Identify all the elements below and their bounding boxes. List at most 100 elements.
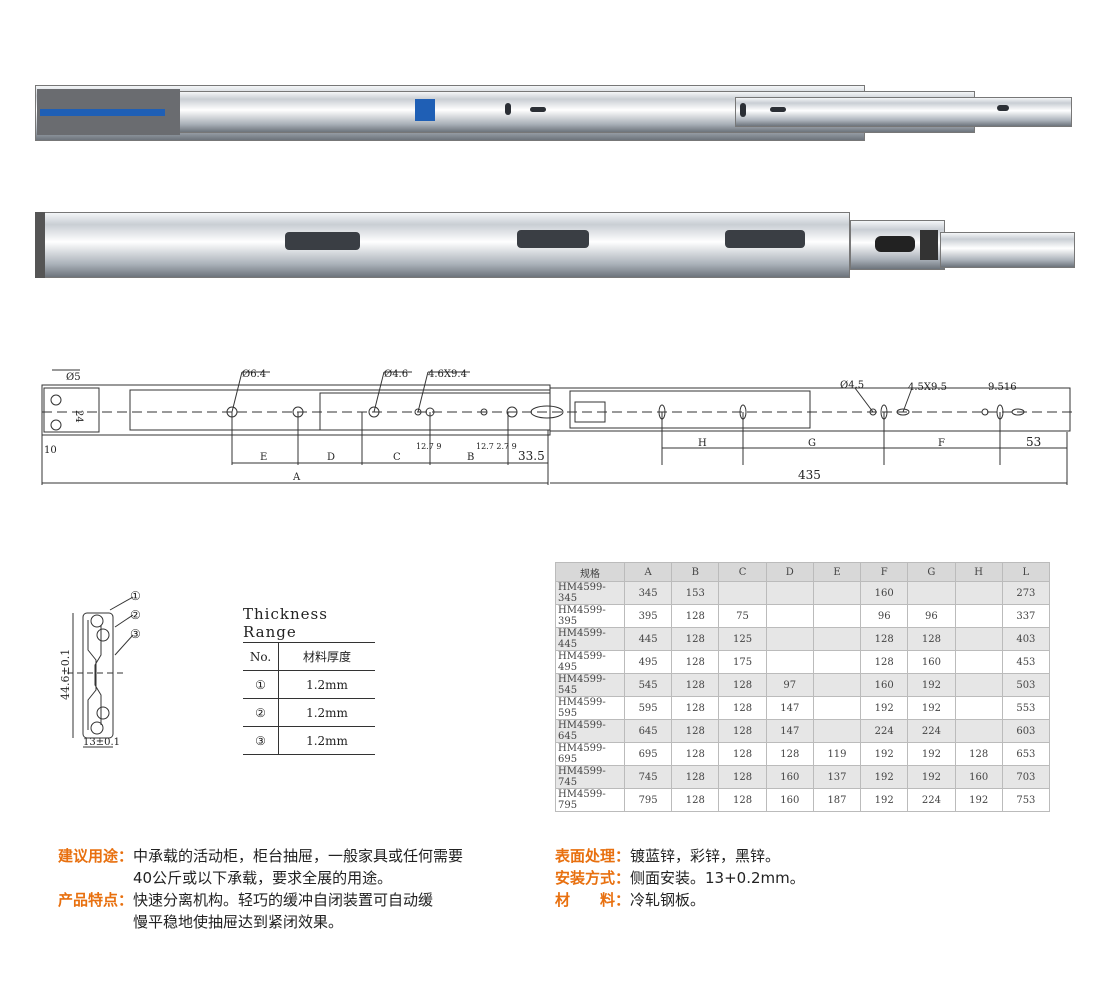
cell: 128 [718,673,767,697]
label-H: H [698,438,707,449]
slide-photo-bottom [35,212,1077,278]
cell: 128 [718,719,767,743]
cell [954,673,1003,697]
cell: 453 [1001,650,1051,674]
cell: 125 [718,627,767,651]
callout-3: ③ [130,627,141,641]
info-left: 建议用途：中承载的活动柜，柜台抽屉，一般家具或任何需要建议用途：40公斤或以下承… [58,845,463,933]
column-header: L [1001,562,1051,582]
info-key: 建议用途： [58,847,134,865]
cell: 128 [671,696,720,720]
cell: 192 [860,696,909,720]
column-header: G [907,562,956,582]
column-header: F [860,562,909,582]
cell [812,581,862,605]
cell: 345 [623,581,673,605]
info-line: 建议用途：中承载的活动柜，柜台抽屉，一般家具或任何需要 [58,845,463,867]
cell: 495 [623,650,673,674]
label-C: C [393,452,401,463]
thickness-title: Thickness Range [243,605,375,643]
cell: 128 [907,627,956,651]
cell: ② [243,698,279,727]
cell [765,604,814,628]
cell: HM4599-795 [555,788,625,812]
label-G: G [808,438,816,449]
info-right: 表面处理：镀蓝锌，彩锌，黑锌。安装方式：侧面安装。13+0.2mm。材 料：冷轧… [555,845,805,911]
label-d5: Ø5 [66,372,81,383]
cell [812,627,862,651]
info-text: 冷轧钢板。 [630,891,706,909]
cell [812,604,862,628]
label-d46: Ø4.6 [384,369,408,380]
label-10: 10 [44,445,57,456]
label-53: 53 [1026,435,1041,449]
cell: HM4599-695 [555,742,625,766]
column-header: B [671,562,720,582]
cell: HM4599-495 [555,650,625,674]
cell: 192 [954,788,1003,812]
cell: 1.2mm [278,726,375,755]
cell: 192 [860,788,909,812]
info-text: 中承载的活动柜，柜台抽屉，一般家具或任何需要 [133,847,464,865]
cell [954,581,1003,605]
cell: 128 [671,719,720,743]
cell: 96 [907,604,956,628]
cell: 1.2mm [278,698,375,727]
cell: 128 [671,765,720,789]
cell: 128 [765,742,814,766]
height-dim: 44.6±0.1 [59,649,72,700]
info-line: 材 料：冷轧钢板。 [555,889,805,911]
cell: 224 [907,788,956,812]
cell: 128 [860,650,909,674]
cell: 595 [623,696,673,720]
cell: 192 [907,673,956,697]
info-key: 产品特点： [58,891,134,909]
cell: HM4599-545 [555,673,625,697]
header-no: No. [243,643,279,671]
cell: 503 [1001,673,1051,697]
cell: 160 [860,581,909,605]
cell: 403 [1001,627,1051,651]
cross-section-drawing: ① ② ③ 44.6±0.1 13±0.1 [59,589,141,748]
cell: 128 [954,742,1003,766]
label-279a: 12.7 9 [416,442,441,451]
column-header: D [765,562,814,582]
label-D: D [327,452,335,463]
label-slot2: 4.5X9.5 [908,382,947,393]
cell: 192 [860,742,909,766]
cell: 128 [671,650,720,674]
cell: 137 [812,765,862,789]
cell [907,581,956,605]
info-text: 快速分离机构。轻巧的缓冲自闭装置可自动缓 [133,891,434,909]
cell: HM4599-745 [555,765,625,789]
cell: HM4599-445 [555,627,625,651]
cell [765,581,814,605]
column-header: A [623,562,673,582]
cell: 160 [765,788,814,812]
cell: 153 [671,581,720,605]
cell: 128 [718,696,767,720]
cell: ③ [243,726,279,755]
cell [812,650,862,674]
cell: 695 [623,742,673,766]
cell [954,696,1003,720]
callout-1: ① [130,589,141,603]
cell: HM4599-595 [555,696,625,720]
cell: HM4599-645 [555,719,625,743]
cell: 160 [765,765,814,789]
cell: 75 [718,604,767,628]
cell: 128 [671,788,720,812]
label-slot1: 4.6X9.4 [428,369,467,380]
cell: 645 [623,719,673,743]
cell: 703 [1001,765,1051,789]
